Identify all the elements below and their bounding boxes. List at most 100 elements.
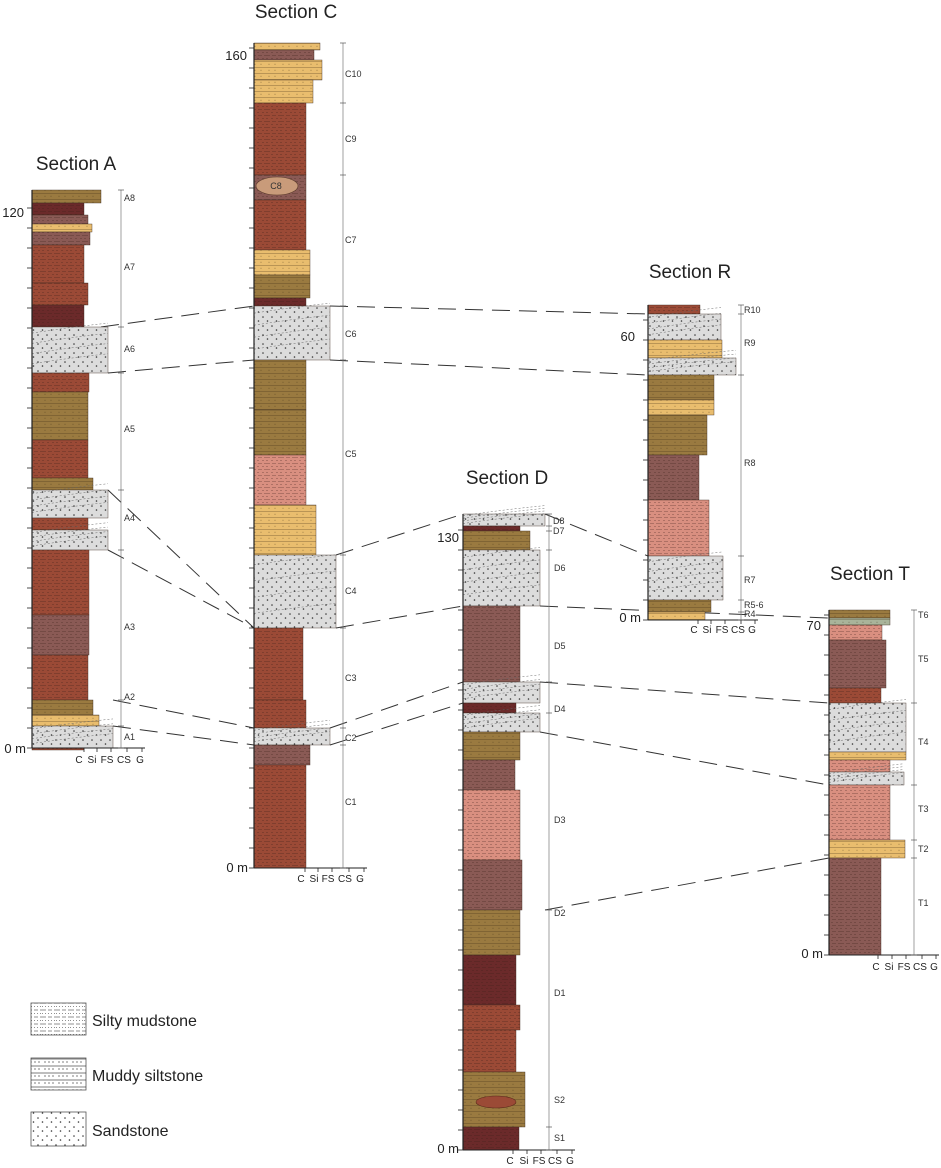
cross-bedding [253,554,337,565]
legend-label-muddy-siltstone: Muddy siltstone [92,1068,203,1085]
unit-label: R9 [744,338,756,348]
section-c-column [249,42,367,872]
unit-label: R10 [744,305,761,315]
unit-label: D1 [554,988,566,998]
lithology-texture [32,655,88,700]
lithology-texture [648,305,700,314]
lithology-texture [32,392,88,440]
unit-label: C5 [345,449,357,459]
nodule-s2 [475,1095,517,1109]
unit-label: A2 [124,692,135,702]
lithology-texture [463,910,520,955]
unit-label: C6 [345,329,357,339]
section-a-column [27,189,145,752]
cross-bedding [253,314,331,326]
lithology-texture [254,298,306,306]
lithology-texture [463,732,520,760]
cross-bedding [828,766,905,777]
lithology-texture [463,860,522,910]
lithology-texture [648,375,714,400]
lithology-texture [829,785,890,840]
lithology-texture [254,50,314,60]
correlation-tie-line [539,681,830,704]
correlation-tie-line [107,359,255,374]
lithology-texture [829,625,882,640]
sandstone-texture [32,490,108,518]
sandstone-texture [463,713,540,732]
legend-pattern-muddy-siltstone [31,1058,86,1090]
unit-label: C3 [345,673,357,683]
lithology-texture [648,500,709,556]
cross-bedding [647,324,722,336]
unit-label: C4 [345,586,357,596]
cross-bedding [462,510,546,522]
lithology-texture [32,440,88,478]
section-t-title: Section T [830,564,910,585]
cross-bedding [647,307,722,318]
unit-label: T4 [918,737,929,747]
lithology-texture [829,610,890,618]
grain-si: Si [885,962,894,973]
grain-g: G [566,1156,574,1167]
grain-fs: FS [716,625,729,636]
cross-bedding [647,580,724,592]
lithology-texture [463,1005,520,1030]
grain-g: G [136,755,144,766]
cross-bedding [31,718,114,730]
sandstone-texture [254,306,330,360]
lithology-texture [254,250,310,275]
lithology-texture [254,410,306,455]
section-a-unit-labels: A1 A2 A3 A4 A5 A6 A7 A8 [124,193,135,742]
lithology-texture [32,190,101,203]
grain-g: G [356,874,364,885]
correlation-tie-line [335,513,464,556]
grain-c: C [297,874,304,885]
lithology-texture [254,43,320,50]
correlation-tie-line [112,699,255,729]
cross-bedding [647,318,722,330]
unit-label: D7 [553,526,565,536]
unit-label: D6 [554,563,566,573]
correlation-tie-line [329,305,649,315]
section-a-zero-label: 0 m [4,741,26,756]
section-r-top-height: 60 [621,329,635,344]
section-d-grain-scale: C Si FS CS G [506,1156,574,1167]
grain-cs: CS [338,874,352,885]
section-t-column [824,609,939,959]
cross-bedding [31,733,114,744]
lithology-texture [32,245,84,283]
lithology-texture [32,232,90,245]
section-c-zero-label: 0 m [226,860,248,875]
lithology-texture [254,700,306,728]
section-c-grain-scale: C Si FS CS G [297,874,364,885]
grain-cs: CS [117,755,131,766]
grain-fs: FS [533,1156,546,1167]
unit-label: D5 [554,641,566,651]
cross-bedding [31,353,109,365]
cross-bedding [31,322,109,334]
lithology-texture [648,400,714,415]
cross-bedding [31,526,109,538]
sandstone-texture [463,682,540,703]
grain-c: C [690,625,697,636]
section-r-zero-label: 0 m [619,610,641,625]
unit-label: R7 [744,575,756,585]
lithology-texture [254,275,310,298]
section-d-zero-label: 0 m [437,1141,459,1156]
unit-label: A7 [124,262,135,272]
unit-label: T6 [918,610,929,620]
cross-bedding [647,350,737,361]
unit-label: C9 [345,134,357,144]
section-d-unit-labels: S1 S2 D1 D2 D3 D4 D5 D6 D7 D8 [553,516,566,1143]
cross-bedding [647,551,724,563]
cross-bedding [462,505,546,516]
section-c-top-height: 160 [225,48,247,63]
cross-bedding [253,338,331,350]
unit-label: D3 [554,815,566,825]
section-c-unit-labels: C1 C2 C3 C4 C5 C6 C7 C8 C9 C10 [270,69,361,807]
unit-label: A3 [124,622,135,632]
unit-label: R4 [744,609,756,619]
lithology-texture [254,628,303,700]
sandstone-texture [829,772,904,785]
lithology-texture [648,455,699,500]
